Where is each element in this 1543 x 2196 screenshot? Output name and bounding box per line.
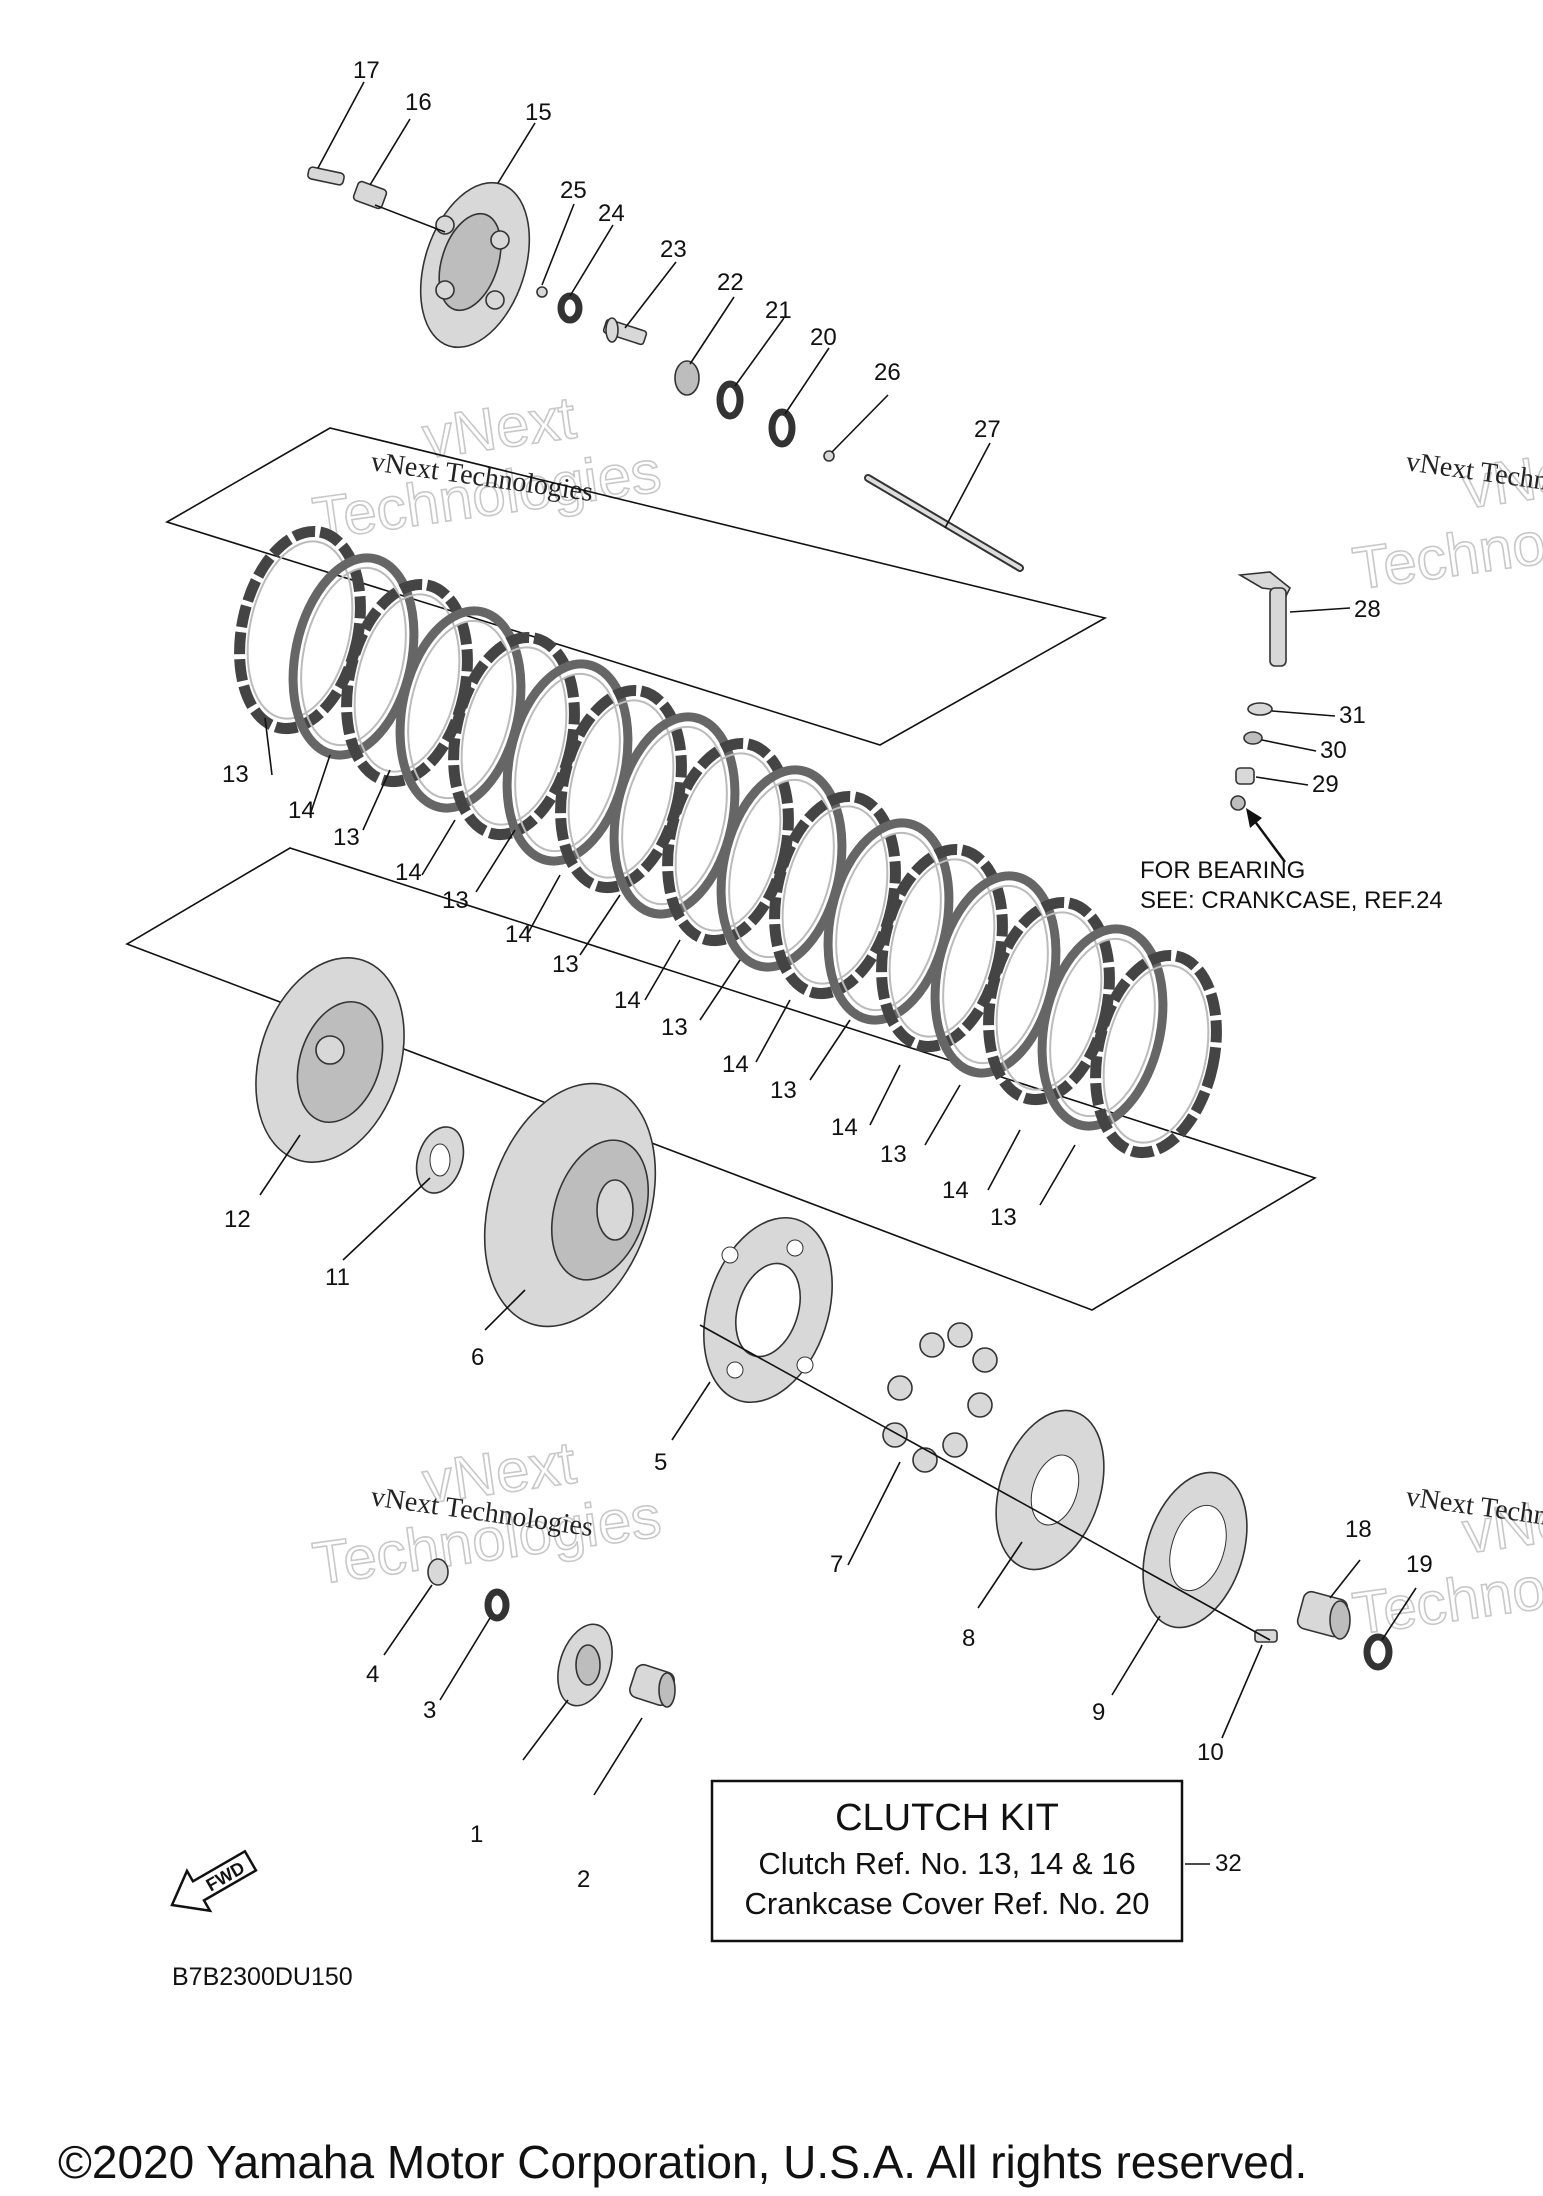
washer-24 <box>557 292 583 324</box>
bearing-22 <box>674 360 700 396</box>
part-label-5: 5 <box>654 1449 667 1476</box>
part-number-labels: 1 2 3 4 5 6 7 8 9 10 11 12 13 14 13 14 1… <box>222 57 1433 1893</box>
washer-3 <box>484 1588 510 1622</box>
part-label-13: 13 <box>552 951 579 978</box>
part-label-24: 24 <box>598 200 625 227</box>
part-label-30: 30 <box>1320 737 1347 764</box>
thrust-washer-11 <box>415 1126 465 1194</box>
circlip-25 <box>536 286 548 298</box>
part-label-21: 21 <box>765 297 792 324</box>
oring-20 <box>768 408 796 448</box>
push-rod-27 <box>864 474 1024 572</box>
part-label-7: 7 <box>830 1551 843 1578</box>
collar-2 <box>629 1663 676 1708</box>
part-label-17: 17 <box>353 57 380 84</box>
ball-26 <box>823 450 835 462</box>
part-label-13: 13 <box>442 887 469 914</box>
part-label-2: 2 <box>577 1866 590 1893</box>
part-label-14: 14 <box>942 1177 969 1204</box>
part-label-3: 3 <box>423 1697 436 1724</box>
part-label-16: 16 <box>405 89 432 116</box>
copyright-notice: ©2020 Yamaha Motor Corporation, U.S.A. A… <box>58 2136 1307 2188</box>
clutch-kit-line1: Clutch Ref. No. 13, 14 & 16 <box>758 1846 1135 1881</box>
part-label-14: 14 <box>831 1114 858 1141</box>
part-label-27: 27 <box>974 416 1001 443</box>
part-label-29: 29 <box>1312 771 1339 798</box>
clutch-housing-6 <box>483 1082 657 1328</box>
bolt-17 <box>307 166 345 186</box>
part-label-14: 14 <box>505 921 532 948</box>
part-label-23: 23 <box>660 236 687 263</box>
part-label-13: 13 <box>333 824 360 851</box>
part-label-14: 14 <box>288 797 315 824</box>
clip-30 <box>1243 731 1263 745</box>
fwd-arrow-icon: FWD <box>170 1849 258 1913</box>
bearing-small <box>1230 795 1246 811</box>
clutch-plate-stack <box>234 525 1222 1159</box>
part-label-9: 9 <box>1092 1699 1105 1726</box>
part-label-15: 15 <box>525 99 552 126</box>
part-label-12: 12 <box>224 1206 251 1233</box>
part-label-31: 31 <box>1339 702 1366 729</box>
push-rod-23 <box>602 317 648 346</box>
friction-plate-13 <box>1090 949 1222 1159</box>
clutch-spring-16 <box>352 180 388 210</box>
part-label-4: 4 <box>366 1661 379 1688</box>
part-label-14: 14 <box>722 1051 749 1078</box>
part-label-19: 19 <box>1406 1551 1433 1578</box>
part-label-13: 13 <box>990 1204 1017 1231</box>
pressure-plate-15 <box>419 181 531 349</box>
part-label-22: 22 <box>717 269 744 296</box>
washer-19 <box>1363 1633 1393 1671</box>
part-label-1: 1 <box>470 1821 483 1848</box>
dampers-7 <box>882 1322 998 1473</box>
part-label-26: 26 <box>874 359 901 386</box>
washer-21 <box>716 380 744 420</box>
plate-8 <box>995 1409 1105 1571</box>
clutch-boss-12 <box>255 957 405 1163</box>
part-label-25: 25 <box>560 177 587 204</box>
part-label-11: 11 <box>325 1264 350 1291</box>
part-label-32: 32 <box>1215 1850 1242 1877</box>
clutch-kit-box: CLUTCH KIT Clutch Ref. No. 13, 14 & 16 C… <box>710 1779 1184 1943</box>
part-label-13: 13 <box>222 761 249 788</box>
gear-1 <box>557 1623 613 1707</box>
part-label-10: 10 <box>1197 1739 1224 1766</box>
part-label-18: 18 <box>1345 1516 1372 1543</box>
part-label-8: 8 <box>962 1625 975 1652</box>
part-label-14: 14 <box>395 859 422 886</box>
part-label-14: 14 <box>614 987 641 1014</box>
diagram-code: B7B2300DU150 <box>172 1963 353 1991</box>
plate-group-outline-upper <box>165 427 1108 746</box>
oil-seal-29 <box>1235 767 1255 785</box>
bearing-18 <box>1296 1590 1351 1640</box>
bearing-note-arrow <box>1246 808 1287 863</box>
bearing-note-line2: SEE: CRANKCASE, REF.24 <box>1140 887 1443 914</box>
nut-4 <box>427 1558 449 1586</box>
washer-31 <box>1247 702 1273 716</box>
part-label-13: 13 <box>880 1141 907 1168</box>
primary-driven-gear-5 <box>703 1216 833 1404</box>
part-label-20: 20 <box>810 324 837 351</box>
clutch-plate-14 <box>1037 924 1168 1131</box>
oil-pump-drive-9 <box>1142 1471 1248 1629</box>
push-lever-shaft-28 <box>1237 571 1292 667</box>
part-label-13: 13 <box>661 1014 688 1041</box>
clutch-kit-title: CLUTCH KIT <box>835 1797 1059 1839</box>
leader-lines <box>259 81 1417 1865</box>
pin-10 <box>1254 1629 1278 1643</box>
plate-group-outline-lower <box>125 847 1317 1311</box>
part-label-13: 13 <box>770 1077 797 1104</box>
bearing-note-line1: FOR BEARING <box>1140 857 1305 884</box>
part-label-6: 6 <box>471 1344 484 1371</box>
clutch-kit-line2: Crankcase Cover Ref. No. 20 <box>745 1886 1150 1921</box>
part-label-28: 28 <box>1354 596 1381 623</box>
